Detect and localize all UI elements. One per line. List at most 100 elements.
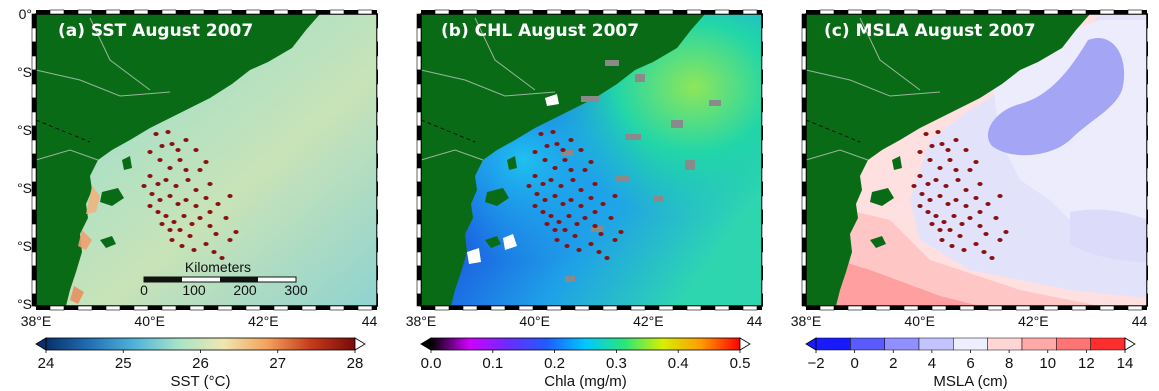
lon-tick: 42°E — [633, 313, 664, 329]
lon-tick: 42°E — [1018, 313, 1049, 329]
island — [100, 188, 124, 206]
station-point — [540, 210, 546, 214]
station-point — [963, 148, 969, 152]
station-point — [929, 144, 935, 148]
station-point — [578, 188, 584, 192]
station-point — [526, 184, 532, 188]
colorbar-tick: 24 — [38, 355, 55, 372]
station-point — [177, 158, 183, 162]
station-point — [207, 224, 213, 228]
station-point — [967, 168, 973, 172]
colorbar-tick: 27 — [269, 355, 286, 372]
station-point — [173, 184, 179, 188]
panel-chl: (b) CHL August 2007 38°E40°E42°E44°E 0.0… — [385, 0, 763, 391]
land-mass — [806, 14, 1090, 306]
station-point — [171, 220, 177, 224]
scale-tick: 0 — [140, 282, 148, 298]
station-point — [185, 178, 191, 182]
station-point — [159, 222, 165, 226]
station-point — [945, 148, 951, 152]
station-point — [967, 216, 973, 220]
chl-map: (b) CHL August 2007 38°E40°E42°E44°E 0.0… — [406, 9, 763, 390]
station-point — [570, 178, 576, 182]
station-point — [989, 256, 995, 260]
station-point — [592, 224, 598, 228]
island — [892, 156, 902, 170]
station-point — [207, 210, 213, 214]
station-point — [923, 132, 929, 136]
lat-tick: °S — [17, 180, 32, 196]
station-point — [155, 182, 161, 186]
colorbar-tick: −2 — [807, 355, 824, 372]
station-point — [612, 238, 618, 242]
land-mass — [36, 14, 320, 306]
station-point — [183, 198, 189, 202]
station-point — [163, 178, 169, 182]
scale-tick: 200 — [233, 282, 257, 298]
station-point — [973, 196, 979, 200]
station-point — [568, 198, 574, 202]
colorbar-tick: 0.0 — [421, 355, 442, 372]
lon-tick: 40°E — [904, 313, 935, 329]
station-point — [227, 194, 233, 198]
station-point — [179, 244, 185, 248]
panel-title: (b) CHL August 2007 — [441, 21, 639, 41]
station-point — [943, 184, 949, 188]
station-point — [169, 142, 175, 146]
station-point — [532, 204, 538, 208]
station-point — [578, 204, 584, 208]
station-points — [141, 130, 239, 260]
station-point — [933, 214, 939, 218]
station-point — [215, 202, 221, 206]
station-point — [983, 232, 989, 236]
station-point — [939, 238, 945, 242]
station-point — [207, 182, 213, 186]
station-point — [183, 168, 189, 172]
station-point — [542, 158, 548, 162]
colorbar-tick: 25 — [115, 355, 132, 372]
station-point — [157, 158, 163, 162]
station-point — [600, 202, 606, 206]
station-point — [568, 138, 574, 142]
station-point — [568, 168, 574, 172]
station-point — [953, 198, 959, 202]
station-point — [552, 166, 558, 170]
station-point — [552, 194, 558, 198]
station-point — [961, 248, 967, 252]
station-point — [953, 138, 959, 142]
msla-map: (c) MSLA August 2007 38°E40°E42°E44°E −2… — [791, 9, 1148, 390]
island — [485, 188, 509, 206]
eddy-low — [987, 38, 1125, 156]
colorbar-tick: 8 — [1005, 355, 1013, 372]
station-point — [588, 196, 594, 200]
station-point — [554, 238, 560, 242]
station-point — [917, 174, 923, 178]
station-point — [175, 202, 181, 206]
station-point — [953, 168, 959, 172]
station-point — [935, 130, 941, 134]
colorbar-label: Chla (mg/m) — [544, 373, 627, 390]
station-point — [548, 214, 554, 218]
station-point — [981, 250, 987, 254]
station-point — [937, 228, 943, 232]
station-point — [552, 228, 558, 232]
scale-tick: 100 — [182, 282, 206, 298]
station-point — [219, 256, 225, 260]
station-point — [167, 166, 173, 170]
panel-sst: Kilometers 0 100 200 300 (a) SST August … — [0, 0, 378, 391]
station-point — [947, 158, 953, 162]
lat-tick: °S — [17, 296, 32, 312]
station-point — [576, 248, 582, 252]
colorbar-tick: 28 — [347, 355, 364, 372]
colorbar-tick: 0.3 — [606, 355, 627, 372]
colorbar-tick: 6 — [966, 355, 974, 372]
station-point — [159, 144, 165, 148]
lon-tick: 44°E — [362, 313, 378, 329]
station-point — [197, 168, 203, 172]
station-point — [227, 238, 233, 242]
station-point — [532, 150, 538, 154]
station-point — [147, 150, 153, 154]
island — [485, 236, 501, 248]
station-point — [203, 196, 209, 200]
